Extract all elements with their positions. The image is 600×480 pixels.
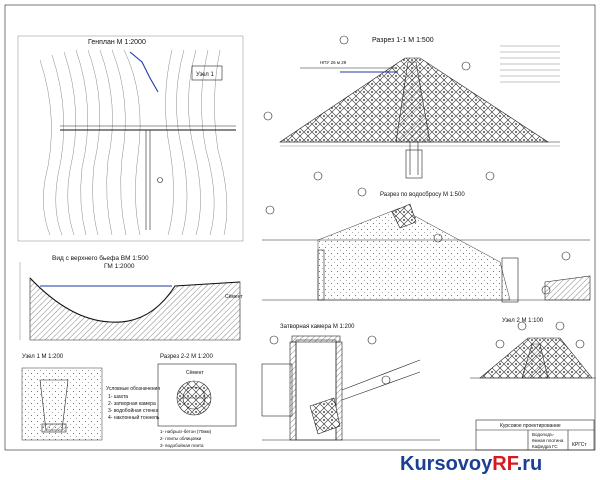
title-block: Курсовое проектирование Водоподъ- ёмная … [475,419,595,451]
node-2: Узел 2 М 1:100 [470,318,596,379]
view-title: Вид с верхнего бьефа ВМ 1:500 [52,254,149,262]
circle-label: Сёмент [186,370,204,376]
spillway-section: Разрез по водосбросу М 1:500 [262,187,591,303]
view-upper-pool: Вид с верхнего бьефа ВМ 1:500 ГМ 1:2000 … [19,254,243,341]
watermark-part-c: .ru [517,453,543,475]
section11-notes [500,45,560,83]
section22-title: Разрез 2-2 М 1:200 [160,354,213,360]
gate-chamber: Затворная камера М 1:200 [261,324,440,441]
watermark-logo: KursovoyRF.ru [400,453,542,475]
legend-left-item-3: 3- водобойная стенка [108,407,158,414]
legend-circle-item-3: 3- водобойная плита [160,442,204,448]
watermark-part-b: RF [492,453,518,475]
view-title2: ГМ 1:2000 [104,263,135,270]
gallery-section-title: Разрез по водосбросу М 1:500 [380,192,465,198]
section11-water-note: НПУ 26 м 29 [320,60,347,65]
legend-left-item-2: 2- затворная камера [108,401,156,407]
legend-left-item-1: 1- шахта [108,394,128,400]
stamp-title: Курсовое проектирование [500,423,561,429]
stamp-line2: ёмная плотина [532,438,564,443]
legend-circle-item-2: 2- плиты облицовки [160,436,202,441]
section11-title: Разрез 1-1 М 1:500 [372,37,434,44]
legend-circle-item-1: 1- набрызг-бетон (70мм) [160,429,212,434]
stamp-line3: Кафедра ГС [532,444,558,449]
section-2-2: Разрез 2-2 М 1:200 Сёмент 1- набрызг-бет… [157,354,237,448]
stamp-line1: Водоподъ- [532,432,555,437]
plan-label-node1: Узел 1 [196,72,214,78]
legend-left-item-4: 4- наклонный тоннель [108,414,160,421]
general-plan: Генплан М 1:2000 Узел 1 [17,35,244,242]
plan-title: Генплан М 1:2000 [88,39,146,46]
svg-text:KursovoyRF.ru: KursovoyRF.ru [400,453,542,475]
node-1: Узел 1 М 1:200 Условные обозначения 1- ш… [21,354,160,441]
section-1-1: Разрез 1-1 М 1:500 НПУ 26 м 29 [263,35,560,181]
node1-title: Узел 1 М 1:200 [22,354,64,360]
view-label: Сёмент [225,294,243,300]
watermark-part-a: Kursovoy [400,453,493,475]
stamp-sheet: КРГСт [572,442,587,448]
gate-chamber-title: Затворная камера М 1:200 [280,324,355,330]
legend-left-heading: Условные обозначения [106,386,160,392]
node2-title: Узел 2 М 1:100 [502,318,544,324]
sheet-frame [4,4,596,451]
